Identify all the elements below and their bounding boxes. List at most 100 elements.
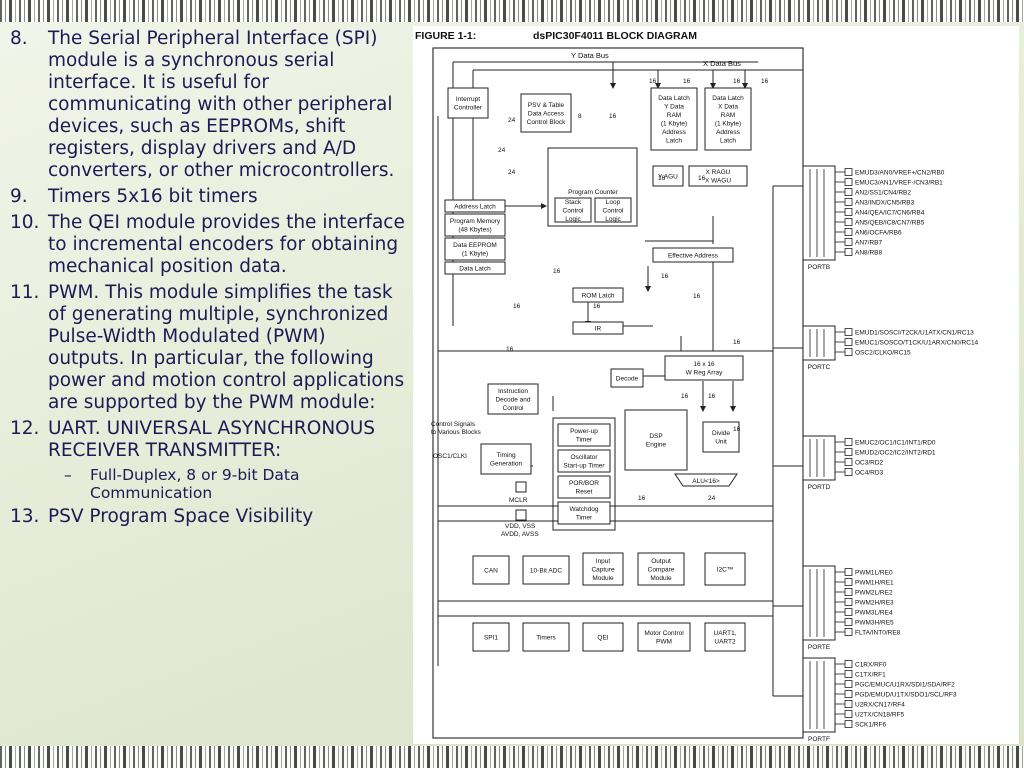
pin-box-icon: [844, 198, 853, 206]
bus-width-label: 16: [593, 303, 601, 310]
pin-box-icon: [844, 238, 853, 246]
pin-label: PWM1H/RE1: [855, 580, 894, 587]
loop-control-logic-label: Logic: [605, 216, 621, 223]
stack-control-logic-label: Control: [563, 207, 585, 214]
por-bor-reset-label: Reset: [576, 489, 593, 496]
uart-module-label: UART1,: [714, 630, 737, 637]
stack-control-logic-label: Logic: [565, 216, 581, 223]
bus-width-label: 16: [681, 393, 689, 400]
can-module: [472, 555, 510, 585]
motor-pwm-module-label: PWM: [656, 639, 672, 646]
y-data-ram-label: Address: [662, 129, 687, 136]
list-text: The Serial Peripheral Interface (SPI) mo…: [48, 28, 395, 181]
program-counter-label: Program Counter: [568, 189, 619, 196]
pin-label: C1RX/RF0: [855, 662, 887, 669]
rom-latch: [572, 287, 624, 303]
interrupt-controller: [447, 87, 489, 119]
bus-width-label: 8: [578, 113, 582, 120]
pin-label: OC3/RD2: [855, 460, 884, 467]
pin-label: U2TX/CN18/RF5: [855, 712, 905, 719]
pin-box-icon: [844, 660, 853, 668]
pin-box-icon: [844, 448, 853, 456]
uart-module-label: UART2: [714, 639, 736, 646]
interrupt-controller-label: Interrupt: [456, 96, 480, 103]
program-memory-label: Program Memory: [450, 218, 501, 225]
list-text: UART. UNIVERSAL ASYNCHRONOUS RECEIVER TR…: [48, 418, 376, 461]
pin-box-icon: [844, 218, 853, 226]
power-up-timer-label: Power-up: [570, 428, 598, 435]
list-text: PSV Program Space Visibility: [48, 506, 314, 527]
pin-label: AN7/RB7: [855, 240, 882, 247]
watchdog-timer-label: Timer: [576, 515, 593, 522]
address-latch-label: Address Latch: [454, 203, 496, 210]
w-reg-array-label: W Reg Array: [686, 370, 724, 377]
rom-latch-label: ROM Latch: [582, 292, 615, 299]
sub-list-dash: –: [64, 466, 72, 484]
pin-box-icon: [844, 178, 853, 186]
pin-box-icon: [844, 348, 853, 356]
divide-unit-label: Divide: [712, 430, 730, 437]
port-box: [802, 325, 836, 361]
power-up-timer: [557, 423, 611, 447]
psv-table-block: [520, 93, 572, 133]
pin-label: U2RX/CN17/RF4: [855, 702, 905, 709]
bus-width-label: 24: [508, 117, 516, 124]
bus-width-label: 24: [508, 169, 516, 176]
power-pins-label: AVDD, AVSS: [501, 531, 539, 538]
oscillator-startup-label: Oscillator: [570, 454, 598, 461]
y-data-ram-label: Y Data: [664, 104, 684, 111]
input-capture-module: [582, 552, 624, 586]
list-text: Timers 5x16 bit timers: [48, 186, 258, 207]
spi1-module-label: SPI1: [484, 634, 498, 641]
pin-box-icon: [844, 188, 853, 196]
program-memory-label: (48 Kbytes): [458, 227, 491, 234]
bus-width-label: 16: [698, 175, 706, 182]
motor-pwm-module-label: Motor Control: [644, 630, 684, 637]
motor-pwm-module: [637, 622, 691, 652]
input-capture-module-label: Input: [596, 558, 611, 565]
pin-label: AN8/RB8: [855, 250, 882, 257]
decode-block-label: Decode: [616, 375, 639, 382]
mclr-label: MCLR: [509, 497, 528, 504]
pin-label: EMUD1/SOSCI/T2CK/U1ATX/CN1/RC13: [855, 330, 974, 337]
timers-module: [522, 622, 570, 652]
data-latch-label: Data Latch: [459, 265, 491, 272]
pin-label: AN2/SS1/CN4/RB2: [855, 190, 911, 197]
pin-box-icon: [844, 328, 853, 336]
pin-label: SCK1/RF6: [855, 722, 886, 729]
psv-table-block-label: Data Access: [528, 110, 565, 117]
pin-box-icon: [844, 168, 853, 176]
block-diagram: FIGURE 1-1: dsPIC30F4011 BLOCK DIAGRAM Y…: [415, 30, 979, 743]
alu-label: ALU<16>: [692, 478, 720, 485]
bus-width-label: 16: [658, 175, 666, 182]
y-agu-label: Y AGU: [658, 173, 678, 180]
dsp-engine-label: DSP: [649, 433, 662, 440]
y-data-bus-label: Y Data Bus: [571, 51, 609, 60]
data-eeprom: [444, 237, 506, 261]
bus-width-label: 16: [683, 78, 691, 85]
bus-width-label: 16: [733, 426, 741, 433]
bus-width-label: 16: [638, 495, 646, 502]
port-name-label: PORTC: [808, 364, 831, 371]
pin-label: EMUC1/SOSCO/T1CK/U1ARX/CN0/RC14: [855, 340, 979, 347]
x-data-ram-label: X Data: [718, 104, 738, 111]
divide-unit-label: Unit: [715, 439, 727, 446]
output-compare-module-label: Module: [650, 575, 672, 582]
port-name-label: PORTD: [808, 484, 831, 491]
feature-list: 8.The Serial Peripheral Interface (SPI) …: [10, 28, 408, 532]
bus-width-label: 16: [733, 78, 741, 85]
timing-generation: [480, 443, 532, 475]
pin-label: EMUC3/AN1/VREF-/CN3/RB1: [855, 180, 943, 187]
effective-address: [652, 247, 734, 263]
decode-block: [610, 368, 644, 388]
timing-generation-label: Generation: [490, 461, 523, 468]
instruction-decode: [487, 383, 539, 415]
figure-title: dsPIC30F4011 BLOCK DIAGRAM: [533, 30, 697, 42]
y-data-ram-label: (1 Kbyte): [661, 121, 687, 128]
data-eeprom-label: (1 Kbyte): [462, 251, 488, 258]
bus-width-label: 16: [661, 273, 669, 280]
pin-box-icon: [844, 690, 853, 698]
dsp-engine-label: Engine: [646, 442, 667, 449]
pin-box-icon: [844, 720, 853, 728]
